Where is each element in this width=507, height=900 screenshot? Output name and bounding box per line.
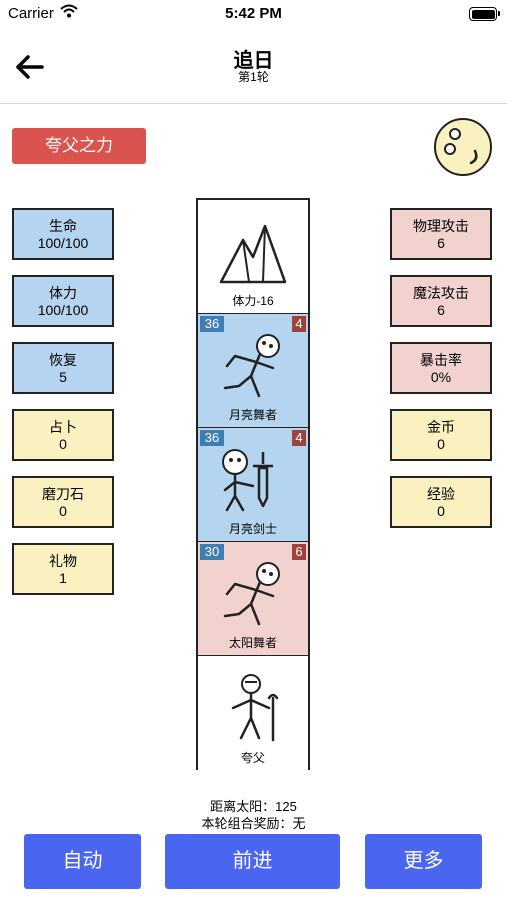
status-bar: Carrier 5:42 PM bbox=[0, 0, 507, 28]
stat-value: 100/100 bbox=[37, 302, 89, 318]
stat-gold: 金币 0 bbox=[390, 409, 492, 461]
card-count-badge: 4 bbox=[292, 430, 306, 446]
stat-label: 物理攻击 bbox=[413, 218, 469, 234]
stat-label: 磨刀石 bbox=[42, 486, 84, 502]
stat-stamina: 体力 100/100 bbox=[12, 275, 114, 327]
clock: 5:42 PM bbox=[225, 5, 282, 22]
stat-value: 0% bbox=[430, 369, 452, 385]
stat-label: 占卜 bbox=[49, 419, 77, 435]
carrier-label: Carrier bbox=[8, 5, 54, 22]
distance-to-sun: 距离太阳：125 bbox=[210, 799, 297, 814]
card-sun-dancer[interactable]: 30 6 太阳舞者 bbox=[198, 542, 308, 656]
card-count-badge: 4 bbox=[292, 316, 306, 332]
card-hero[interactable]: 夸父 bbox=[198, 656, 308, 770]
card-name: 月亮舞者 bbox=[228, 408, 277, 422]
round-subtitle: 第1轮 bbox=[238, 70, 269, 84]
hero-icon bbox=[231, 674, 279, 742]
card-name: 月亮剑士 bbox=[228, 522, 277, 536]
stat-label: 暴击率 bbox=[420, 352, 462, 368]
card-name: 太阳舞者 bbox=[228, 636, 277, 650]
stat-value: 0 bbox=[59, 503, 67, 519]
nav-divider bbox=[0, 103, 507, 104]
stat-value: 100/100 bbox=[37, 235, 89, 251]
advance-button[interactable]: 前进 bbox=[165, 834, 340, 889]
dancer-icon bbox=[223, 562, 280, 626]
dancer-icon bbox=[223, 334, 280, 398]
stat-label: 礼物 bbox=[49, 553, 77, 569]
stat-label: 经验 bbox=[427, 486, 455, 502]
round-combo-reward: 本轮组合奖励：无 bbox=[201, 816, 306, 831]
back-arrow-icon[interactable] bbox=[12, 50, 46, 84]
stat-recovery: 恢复 5 bbox=[12, 342, 114, 394]
card-column: 体力-16 36 4 月亮舞者 36 4 月亮剑士 30 6 太阳舞者 bbox=[196, 198, 310, 770]
card-name: 夸父 bbox=[240, 751, 265, 765]
stat-label: 生命 bbox=[49, 218, 77, 234]
stat-physical-attack: 物理攻击 6 bbox=[390, 208, 492, 260]
card-level-badge: 36 bbox=[200, 430, 224, 446]
card-level-badge: 36 bbox=[200, 316, 224, 332]
stat-value: 1 bbox=[59, 570, 67, 586]
stat-magic-attack: 魔法攻击 6 bbox=[390, 275, 492, 327]
smiley-avatar-icon[interactable] bbox=[433, 117, 493, 177]
wifi-icon bbox=[60, 4, 78, 18]
stat-whetstone[interactable]: 磨刀石 0 bbox=[12, 476, 114, 528]
stat-value: 0 bbox=[59, 436, 67, 452]
auto-button[interactable]: 自动 bbox=[24, 834, 141, 889]
stat-value: 6 bbox=[437, 302, 445, 318]
mountain-icon bbox=[219, 224, 287, 284]
battery-icon bbox=[469, 7, 500, 21]
stat-value: 5 bbox=[59, 369, 67, 385]
stat-label: 金币 bbox=[427, 419, 455, 435]
card-moon-dancer[interactable]: 36 4 月亮舞者 bbox=[198, 314, 308, 428]
card-name: 体力-16 bbox=[232, 294, 274, 308]
stat-value: 6 bbox=[437, 235, 445, 251]
stat-value: 0 bbox=[437, 503, 445, 519]
card-moon-swordsman[interactable]: 36 4 月亮剑士 bbox=[198, 428, 308, 542]
card-stamina[interactable]: 体力-16 bbox=[198, 200, 308, 314]
stat-crit-rate: 暴击率 0% bbox=[390, 342, 492, 394]
stat-label: 体力 bbox=[49, 285, 77, 301]
stat-value: 0 bbox=[437, 436, 445, 452]
stat-label: 恢复 bbox=[49, 352, 77, 368]
more-button[interactable]: 更多 bbox=[365, 834, 482, 889]
card-level-badge: 30 bbox=[200, 544, 224, 560]
stat-experience: 经验 0 bbox=[390, 476, 492, 528]
skill-button[interactable]: 夸父之力 bbox=[12, 128, 146, 164]
stat-health: 生命 100/100 bbox=[12, 208, 114, 260]
stat-divination[interactable]: 占卜 0 bbox=[12, 409, 114, 461]
stat-label: 魔法攻击 bbox=[413, 285, 469, 301]
card-count-badge: 6 bbox=[292, 544, 306, 560]
swordsman-icon bbox=[222, 449, 273, 512]
page-title: 追日 bbox=[233, 50, 274, 72]
stat-gift[interactable]: 礼物 1 bbox=[12, 543, 114, 595]
